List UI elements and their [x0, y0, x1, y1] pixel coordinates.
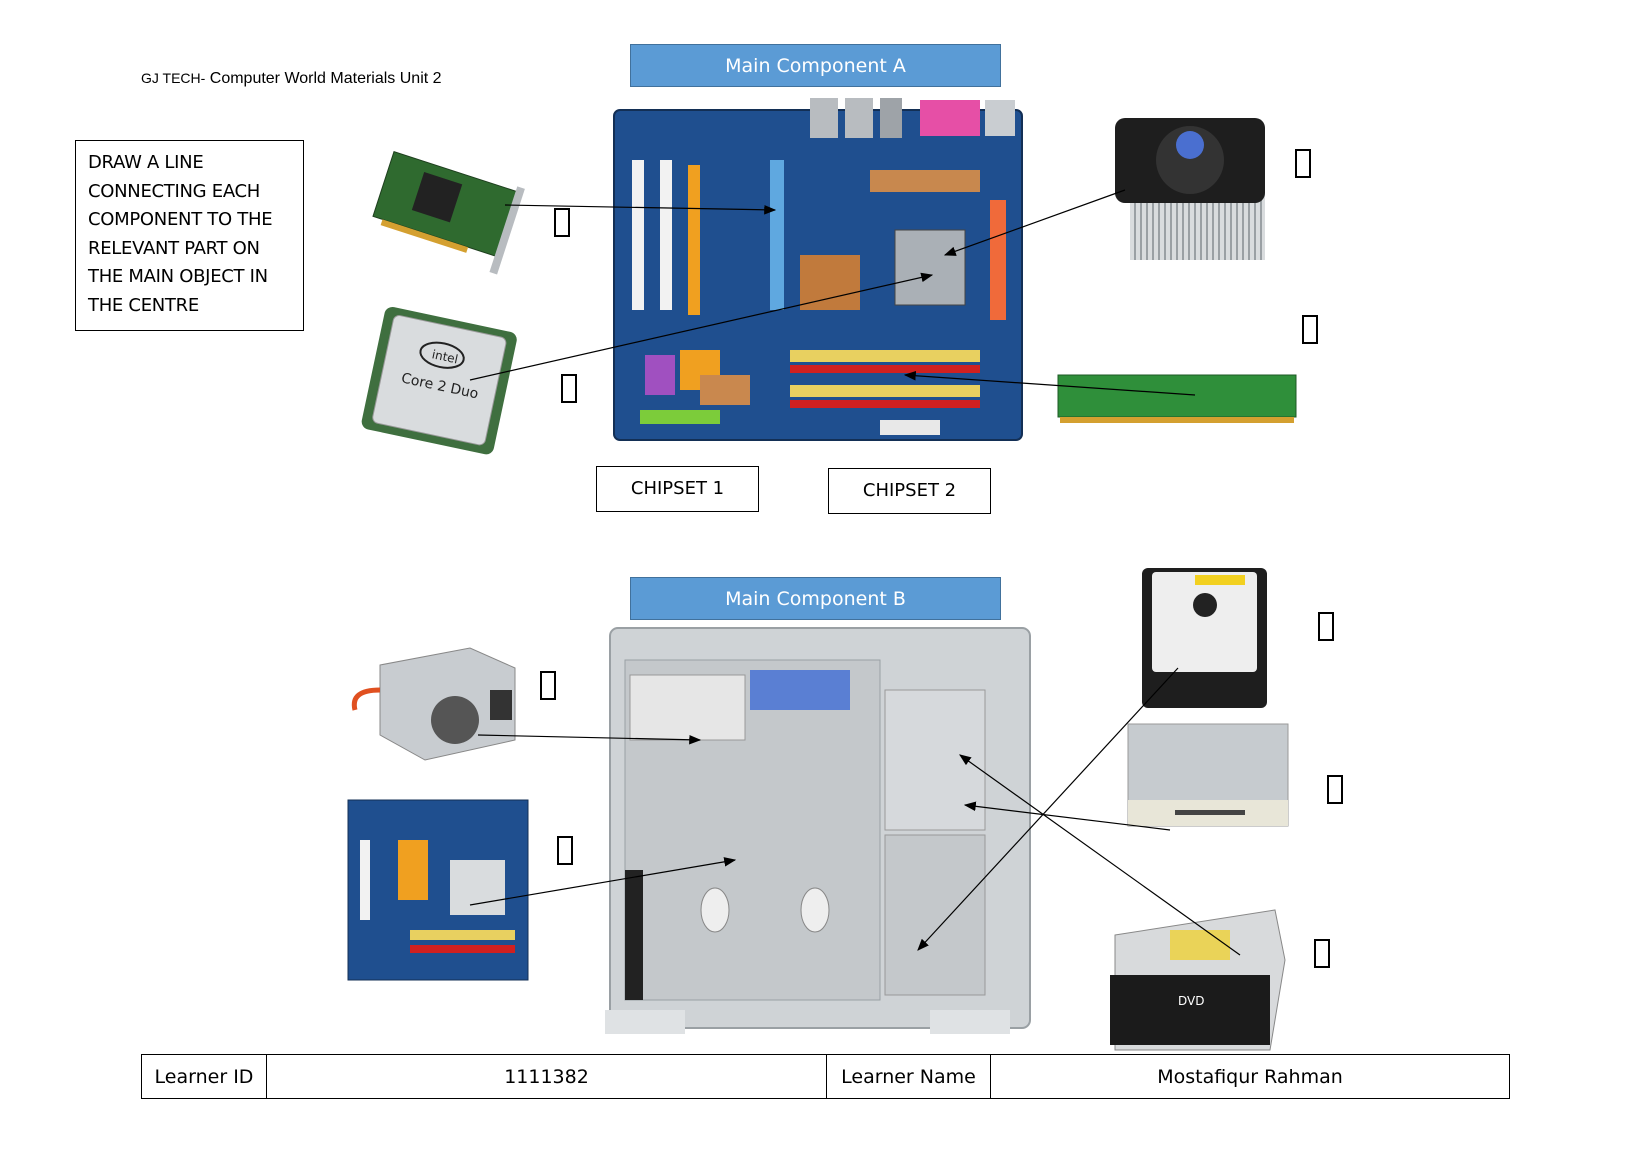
table-row: Learner ID 1111382 Learner Name Mostafiq… — [141, 1054, 1510, 1099]
answer-box-icon — [1327, 775, 1343, 804]
motherboard-a-image — [613, 98, 1023, 441]
answer-box-icon — [1302, 315, 1318, 344]
dvd-drive-image: DVD — [1110, 909, 1286, 1051]
ram-module-image — [1057, 374, 1297, 423]
floppy-drive-image — [1127, 723, 1289, 827]
graphics-card-image — [372, 150, 525, 275]
instruction-line: THE CENTRE — [88, 294, 199, 316]
learner-name-label: Learner Name — [826, 1054, 991, 1099]
document-header: GJ TECH- Computer World Materials Unit 2 — [141, 70, 442, 88]
main-component-a-title: Main Component A — [630, 44, 1001, 87]
cpu-image: intel Core 2 Duo — [361, 307, 517, 455]
chipset-2-label: CHIPSET 2 — [828, 468, 991, 514]
instruction-line: RELEVANT PART ON — [88, 237, 260, 259]
answer-box-icon — [554, 208, 570, 237]
learner-name-value: Mostafiqur Rahman — [990, 1054, 1510, 1099]
main-component-b-title: Main Component B — [630, 577, 1001, 620]
header-title: Computer World Materials Unit 2 — [205, 70, 442, 87]
answer-box-icon — [1295, 149, 1311, 178]
connection-lines — [469, 189, 1241, 956]
computer-case-image — [605, 627, 1031, 1034]
instruction-line: THE MAIN OBJECT IN — [88, 266, 268, 287]
instruction-line: COMPONENT TO THE — [88, 209, 273, 230]
answer-box-icon — [557, 836, 573, 865]
learner-id-label: Learner ID — [141, 1054, 267, 1099]
cpu-fan-image — [1115, 118, 1265, 260]
answer-box-icon — [540, 671, 556, 700]
chipset-1-label: CHIPSET 1 — [596, 466, 759, 512]
instruction-line: DRAW A LINE — [88, 152, 204, 173]
instruction-line: CONNECTING EACH — [88, 180, 261, 202]
instruction-box: DRAW A LINE CONNECTING EACH COMPONENT TO… — [75, 140, 304, 331]
learner-id-value: 1111382 — [266, 1054, 827, 1099]
answer-box-icon — [561, 374, 577, 403]
svg-text:DVD: DVD — [1178, 994, 1204, 1008]
learner-table: Learner ID 1111382 Learner Name Mostafiq… — [141, 1054, 1510, 1099]
svg-text:intel: intel — [431, 347, 460, 366]
motherboard-b-image — [347, 799, 529, 981]
answer-box-icon — [1314, 939, 1330, 968]
header-org: GJ TECH- — [141, 70, 206, 86]
power-supply-image — [351, 647, 516, 761]
answer-box-icon — [1318, 612, 1334, 641]
